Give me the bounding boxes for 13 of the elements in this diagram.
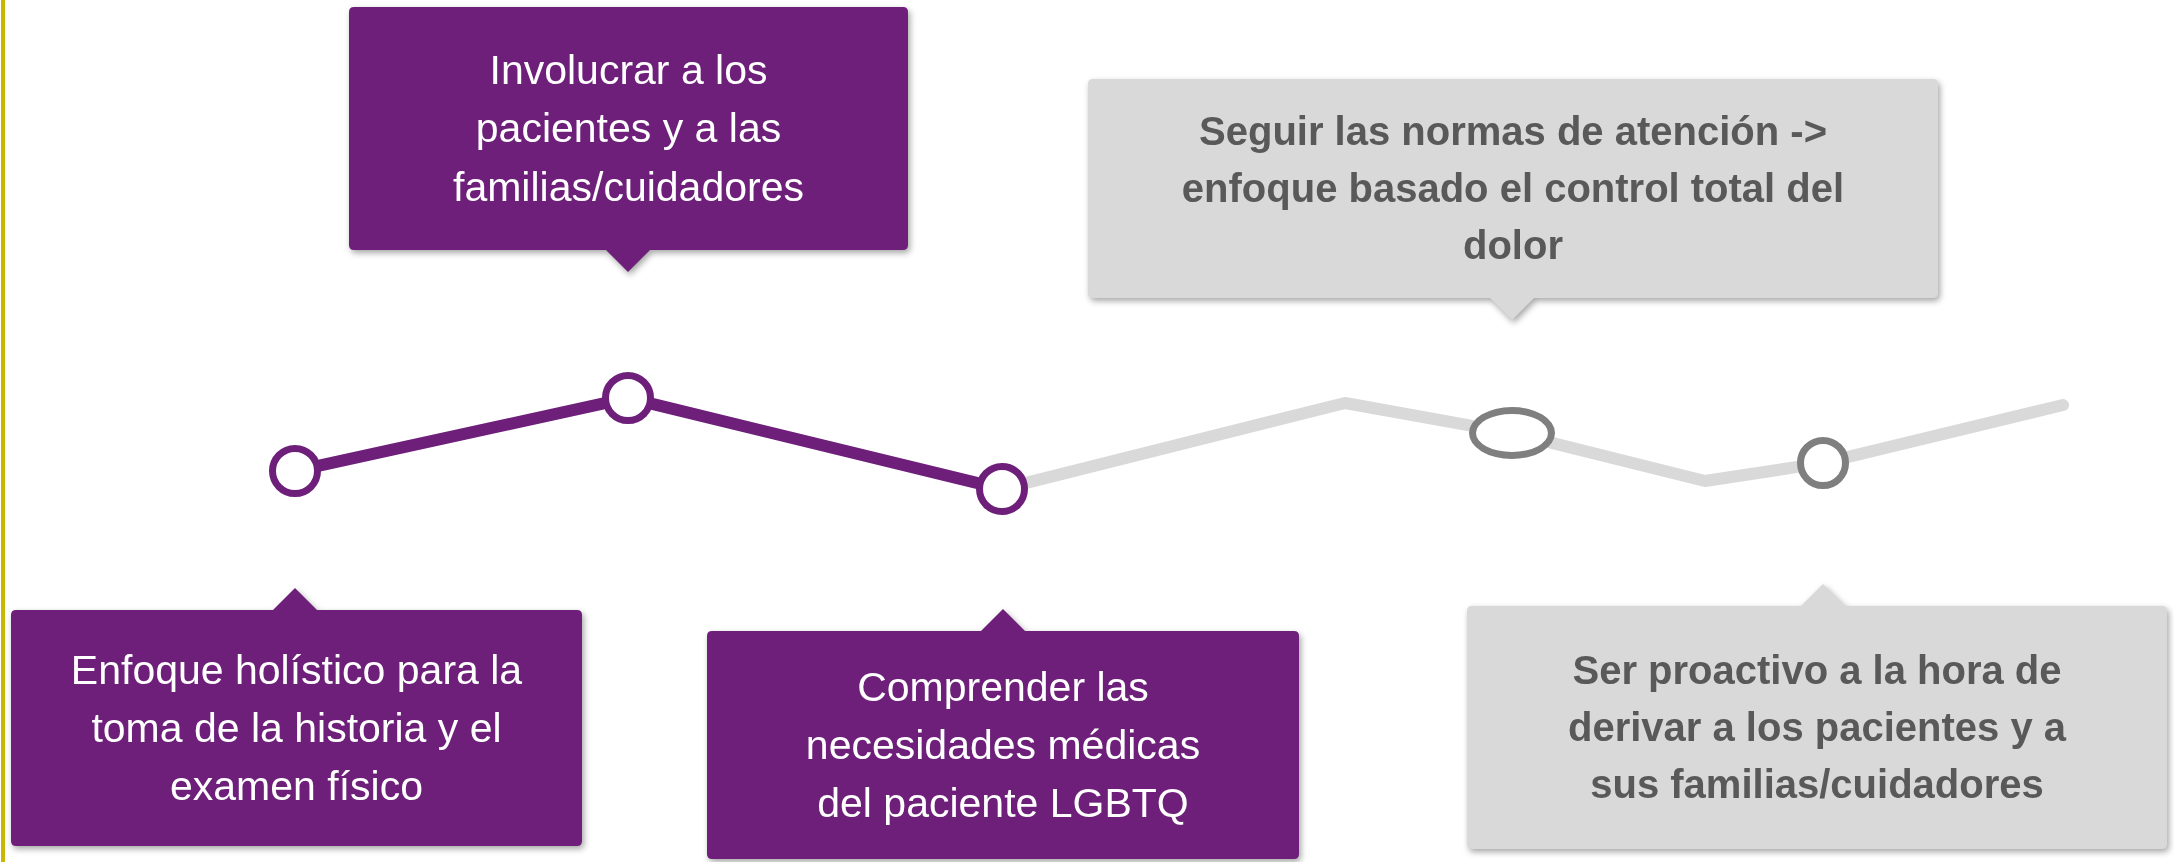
circle-marker	[1797, 437, 1849, 489]
callout-text: Involucrar a los pacientes y a las familias/cuidadores	[452, 46, 805, 212]
callout-text: Seguir las normas de atención -> enfoque basado el control total del dolor	[1180, 108, 1846, 269]
callout-text: Enfoque holístico para la toma de la historia y el examen físico	[69, 645, 524, 812]
callout-box	[707, 609, 1299, 859]
circle-marker	[976, 463, 1028, 515]
circle-marker	[269, 445, 321, 497]
callout-text: Ser proactivo a la hora de derivar a los pacientes y a sus familias/cuidadores	[1566, 647, 2068, 808]
callout-text: Comprender las necesidades médicas del paciente LGBTQ	[804, 662, 1202, 829]
callout-box	[349, 7, 908, 272]
callout-box	[11, 588, 582, 846]
callout-box	[1088, 79, 1938, 320]
callout-box	[1467, 584, 2167, 849]
